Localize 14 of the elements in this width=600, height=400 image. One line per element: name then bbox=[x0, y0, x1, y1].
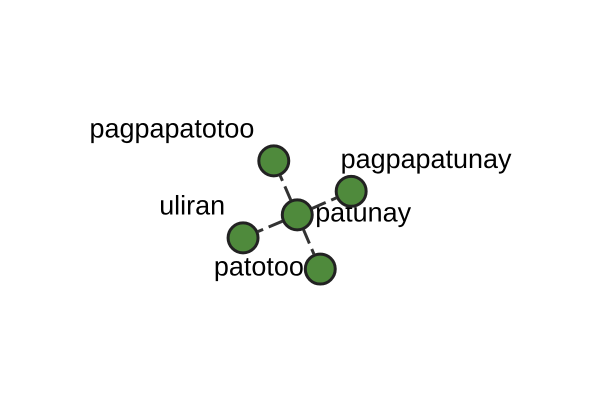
node-circle bbox=[303, 252, 336, 286]
connector bbox=[278, 174, 292, 201]
connector bbox=[302, 229, 315, 256]
connector bbox=[256, 220, 283, 234]
node-circle bbox=[226, 221, 260, 254]
node-label: patotoo bbox=[213, 252, 304, 282]
node-label: patunay bbox=[314, 197, 411, 228]
node-circle bbox=[334, 174, 368, 208]
node-circle bbox=[256, 144, 290, 178]
node-label: uliran bbox=[158, 190, 225, 221]
node-circle bbox=[280, 198, 314, 232]
node-label: pagpapatunay bbox=[340, 144, 511, 174]
node-label: pagpapatotoo bbox=[89, 114, 254, 144]
connector bbox=[310, 196, 337, 210]
